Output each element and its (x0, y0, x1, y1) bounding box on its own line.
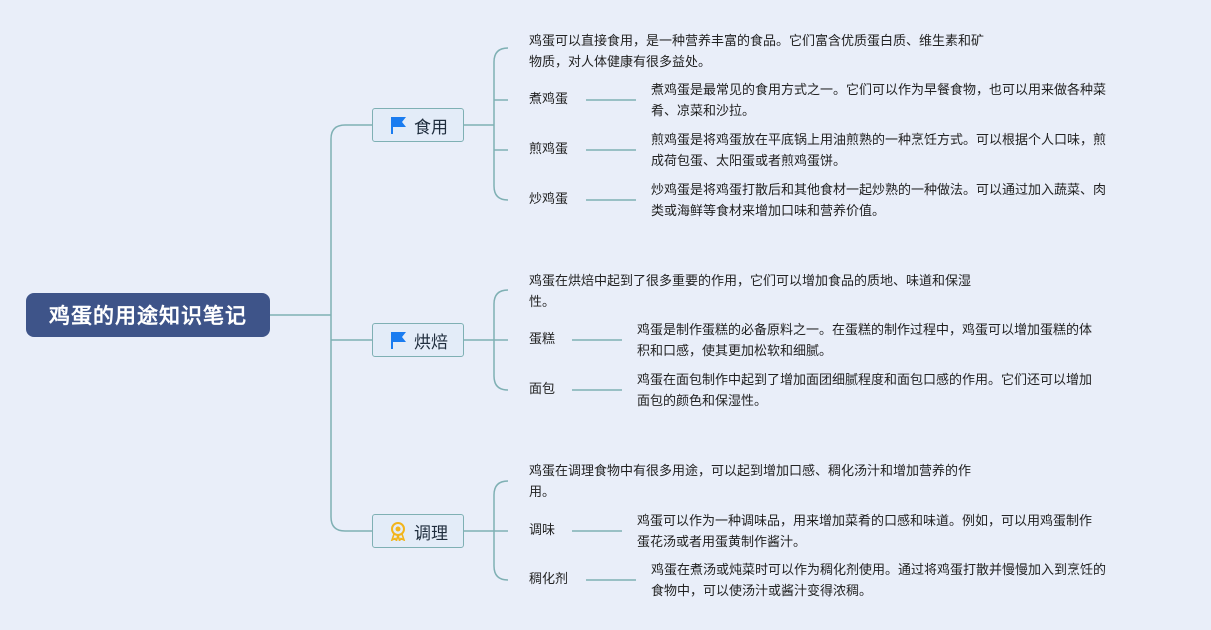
root-title: 鸡蛋的用途知识笔记 (49, 304, 247, 328)
branch-summary: 鸡蛋可以直接食用，是一种营养丰富的食品。它们富含优质蛋白质、维生素和矿物质，对人… (529, 34, 985, 70)
branch-summary: 鸡蛋在烘焙中起到了很多重要的作用，它们可以增加食品的质地、味道和保湿性。 (529, 274, 972, 310)
item-label[interactable]: 煎鸡蛋 (529, 142, 569, 157)
branch-eating[interactable]: 食用 (372, 108, 464, 142)
item-text: 炒鸡蛋是将鸡蛋打散后和其他食材一起炒熟的一种做法。可以通过加入蔬菜、肉类或海鲜等… (651, 183, 1107, 219)
root-topic[interactable]: 鸡蛋的用途知识笔记 (26, 293, 270, 337)
item-text: 鸡蛋在煮汤或炖菜时可以作为稠化剂使用。通过将鸡蛋打散并慢慢加入到烹饪的食物中，可… (651, 563, 1107, 599)
item-text: 煮鸡蛋是最常见的食用方式之一。它们可以作为早餐食物，也可以用来做各种菜肴、凉菜和… (651, 83, 1107, 119)
item-label[interactable]: 煮鸡蛋 (529, 92, 569, 107)
item-label[interactable]: 蛋糕 (529, 332, 556, 347)
item-text: 鸡蛋可以作为一种调味品，用来增加菜肴的口感和味道。例如，可以用鸡蛋制作蛋花汤或者… (637, 514, 1093, 550)
branch-label: 烘焙 (414, 332, 448, 353)
branch-seasoning[interactable]: 调理 (372, 514, 464, 548)
flag-icon (388, 330, 408, 350)
branch-label: 调理 (414, 523, 448, 544)
item-label[interactable]: 炒鸡蛋 (529, 192, 569, 207)
item-text: 煎鸡蛋是将鸡蛋放在平底锅上用油煎熟的一种烹饪方式。可以根据个人口味，煎成荷包蛋、… (651, 133, 1107, 169)
award-medal-icon (388, 521, 408, 541)
item-label[interactable]: 面包 (529, 382, 556, 397)
branch-baking[interactable]: 烘焙 (372, 323, 464, 357)
item-label[interactable]: 稠化剂 (529, 572, 569, 587)
flag-icon (388, 115, 408, 135)
branch-label: 食用 (414, 117, 448, 138)
item-label[interactable]: 调味 (529, 523, 556, 538)
branch-summary: 鸡蛋在调理食物中有很多用途，可以起到增加口感、稠化汤汁和增加营养的作用。 (529, 464, 972, 500)
item-text: 鸡蛋在面包制作中起到了增加面团细腻程度和面包口感的作用。它们还可以增加面包的颜色… (637, 373, 1093, 409)
item-text: 鸡蛋是制作蛋糕的必备原料之一。在蛋糕的制作过程中，鸡蛋可以增加蛋糕的体积和口感，… (637, 323, 1093, 359)
